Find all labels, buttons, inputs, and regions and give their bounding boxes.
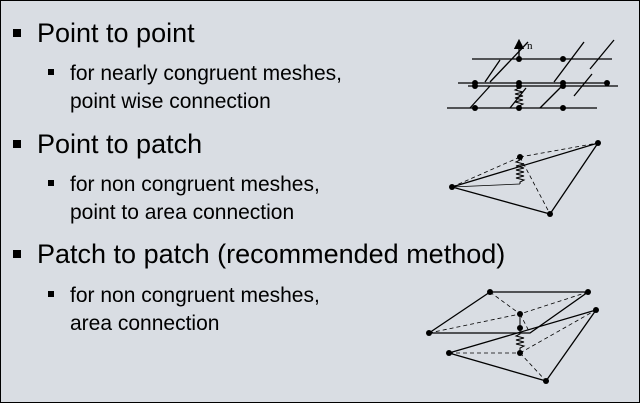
normal-vector-label: n [527, 40, 533, 52]
patch-to-patch-diagram [426, 289, 599, 384]
subbullet-patch-to-patch: for non congruent meshes, area connectio… [48, 282, 320, 338]
bullet-square-icon [13, 250, 21, 258]
point-to-patch-diagram [449, 140, 601, 217]
subbullet-line1: for nearly congruent meshes, [70, 62, 342, 85]
subbullet-point-to-patch: for non congruent meshes, point to area … [48, 171, 320, 227]
bullet-square-icon [48, 291, 54, 297]
subbullet-line2: point to area connection [70, 201, 295, 224]
heading-point-to-point: Point to point [13, 18, 195, 48]
heading-point-to-patch: Point to patch [13, 129, 202, 159]
heading-patch-to-patch: Patch to patch (recommended method) [13, 239, 505, 269]
subbullet-line1: for non congruent meshes, [70, 284, 320, 307]
point-to-point-diagram [447, 38, 618, 111]
bullet-square-icon [13, 29, 21, 37]
subbullet-line1: for non congruent meshes, [70, 173, 320, 196]
bullet-square-icon [13, 140, 21, 148]
subbullet-point-to-point: for nearly congruent meshes, point wise … [48, 60, 342, 116]
bullet-square-icon [48, 69, 54, 75]
bullet-square-icon [48, 180, 54, 186]
subbullet-line2: point wise connection [70, 90, 271, 113]
subbullet-line2: area connection [70, 312, 220, 335]
